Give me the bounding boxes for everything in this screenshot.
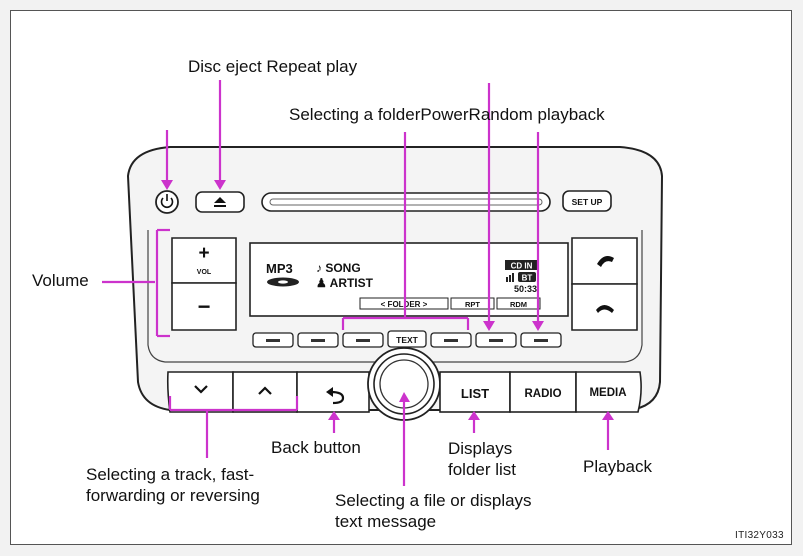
preset-button-3[interactable] [342,332,384,348]
callout-back-button: Back button [271,438,361,457]
media-button[interactable]: MEDIA [575,371,642,413]
back-button[interactable] [296,371,370,413]
preset-button-2[interactable] [297,332,339,348]
radio-button-label: RADIO [524,388,561,400]
callout-selecting-file: Selecting a file or displays text messag… [335,491,532,531]
list-button-label: LIST [461,386,489,401]
callout-arrowheads [161,180,614,420]
volume-plus-label: + [198,243,209,264]
callout-selecting-track: Selecting a track, fast-forwarding or re… [86,465,260,505]
setup-button[interactable]: SET UP [562,190,612,212]
callout-playback: Playback [583,457,652,476]
rdm-box [496,297,541,310]
callout-disc-eject-repeat: Disc eject Repeat play [188,57,358,76]
display-song: ♪ SONG [316,261,361,275]
track-down-button[interactable] [166,371,234,413]
callout-displays-folder-list: Displays folder list [448,439,517,479]
phone-pickup-button[interactable] [571,237,638,285]
volume-minus-label: − [198,294,211,319]
power-button[interactable] [155,190,179,214]
preset-button-4[interactable] [430,332,472,348]
tune-select-knob[interactable] [367,347,441,421]
back-arrow-icon [326,387,345,405]
callout-volume: Volume [32,271,89,290]
chevron-down-icon [194,385,208,394]
display-bt: BT [522,274,533,283]
track-up-button[interactable] [232,371,298,413]
list-button[interactable]: LIST [439,371,511,413]
display-time: 50:33 [514,284,537,294]
preset-button-5[interactable] [475,332,517,348]
callout-folder-power-random: Selecting a folderPowerRandom playback [289,105,605,124]
preset-button-1[interactable] [252,332,294,348]
setup-label: SET UP [572,197,603,207]
disc-icon [267,277,299,287]
display-mp3: MP3 [266,261,293,276]
volume-text-label: VOL [197,269,212,276]
preset-button-6[interactable] [520,332,562,348]
text-button-label: TEXT [396,335,419,345]
bt-badge [518,272,536,282]
volume-up-button[interactable]: + VOL [171,237,237,284]
signal-icon [506,273,514,282]
figure-code: ITI32Y033 [735,530,784,541]
chevron-up-icon [258,386,272,395]
display-cd-in: CD IN [511,262,533,271]
phone-pickup-icon [597,256,614,267]
lcd-display: MP3 ♪ SONG ♟ ARTIST CD IN BT 50:33 < FOL… [249,242,569,317]
display-artist: ♟ ARTIST [316,276,374,290]
text-button[interactable]: TEXT [387,330,427,348]
cd-in-badge [505,260,538,270]
rpt-box [450,297,495,310]
phone-hangup-button[interactable] [571,283,638,331]
volume-down-button[interactable]: − [171,282,237,331]
display-rpt: RPT [465,300,480,309]
phone-hangup-icon [596,305,614,313]
display-rdm: RDM [510,300,527,309]
eject-icon [214,197,226,207]
radio-button[interactable]: RADIO [509,371,577,413]
eject-button[interactable] [195,191,245,213]
power-icon [160,194,174,209]
media-button-label: MEDIA [589,387,626,399]
preset-buttons: TEXT [252,330,562,348]
